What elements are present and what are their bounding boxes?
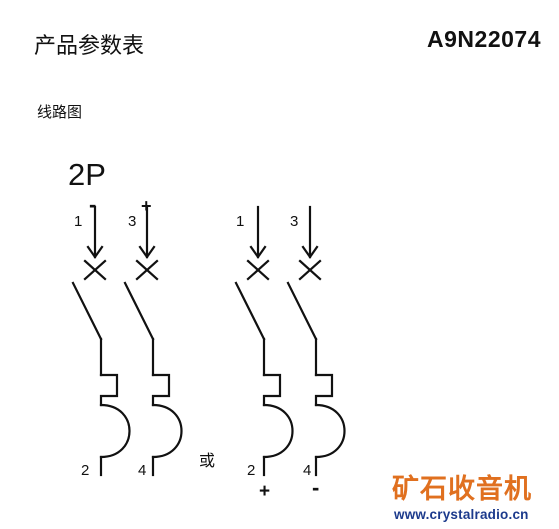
watermark-name: 矿石收音机 xyxy=(392,474,532,505)
pole-count-label: 2P xyxy=(68,157,106,192)
right-terminal-2-polarity: + xyxy=(259,481,270,502)
left-terminal-2-label: 2 xyxy=(81,462,89,479)
left-terminal-3-label: 3 xyxy=(128,213,136,230)
left-pole-1 xyxy=(71,205,131,477)
section-label: 线路图 xyxy=(37,103,83,121)
left-variant: 1 - 3 + 2 4 xyxy=(71,192,183,479)
left-terminal-3-polarity: + xyxy=(141,196,152,216)
right-terminal-3-label: 3 xyxy=(290,213,298,230)
left-terminal-4-label: 4 xyxy=(138,462,146,479)
left-pole-2 xyxy=(123,205,183,477)
right-pole-2 xyxy=(286,205,346,477)
left-terminal-1-polarity: - xyxy=(89,192,96,217)
right-terminal-4-label: 4 xyxy=(303,462,311,479)
right-terminal-2-label: 2 xyxy=(247,462,255,479)
watermark-url: www.crystalradio.cn xyxy=(394,507,529,522)
or-label: 或 xyxy=(199,451,215,470)
right-variant: 1 3 2 4 + - xyxy=(234,205,346,502)
right-pole-1 xyxy=(234,205,294,477)
right-terminal-4-polarity: - xyxy=(312,475,319,500)
left-terminal-1-label: 1 xyxy=(74,213,82,230)
right-terminal-1-label: 1 xyxy=(236,213,244,230)
model-number: A9N22074 xyxy=(427,26,541,52)
page-title: 产品参数表 xyxy=(34,34,145,59)
